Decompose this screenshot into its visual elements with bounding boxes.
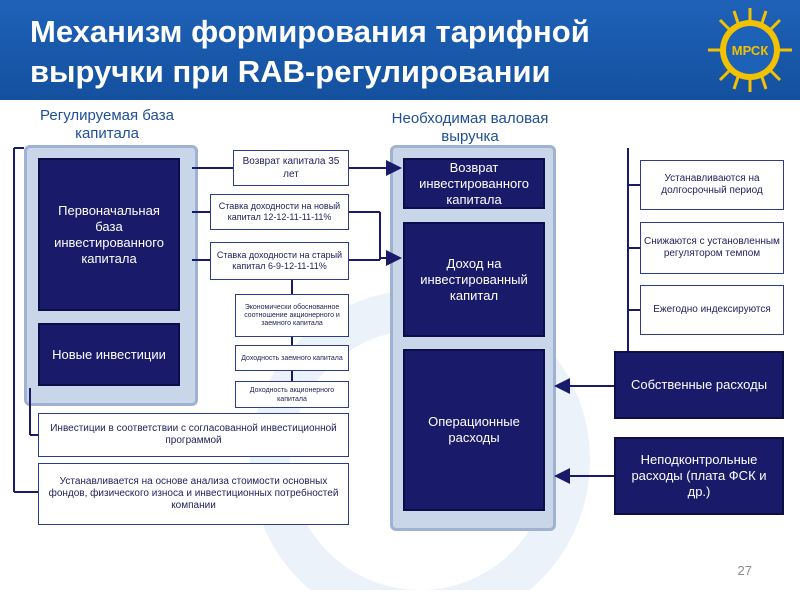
operating-costs-box: Операционные расходы [403,349,545,511]
capital-return-term-box: Возврат капитала 35 лет [233,150,349,186]
debt-yield-box: Доходность заемного капитала [235,345,349,371]
uncontrolled-costs-box: Неподконтрольные расходы (плата ФСК и др… [614,437,784,515]
base-determination-box: Устанавливается на основе анализа стоимо… [38,463,349,525]
investment-program-box: Инвестиции в соответствии с согласованно… [38,413,349,457]
page-number: 27 [737,563,752,578]
header [0,0,800,100]
capital-income-box: Доход на инвестированный капитал [403,222,545,337]
reduced-rate-note-box: Снижаются с установленным регулятором те… [640,222,784,274]
capital-return-box: Возврат инвестированного капитала [403,158,545,209]
indexed-note-box: Ежегодно индексируются [640,285,784,335]
logo-text: МРСК [732,43,769,58]
new-investments-box: Новые инвестиции [38,323,180,386]
own-costs-box: Собственные расходы [614,351,784,419]
old-capital-rate-box: Ставка доходности на старый капитал 6-9-… [210,242,349,280]
company-logo: МРСК [708,8,792,92]
initial-capital-base-box: Первоначальная база инвестированного кап… [38,158,180,311]
capital-ratio-box: Экономически обоснованное соотношение ак… [235,294,349,337]
column-heading-left: Регулируемая база капитала [40,107,174,142]
page-title: Механизм формирования тарифной выручки п… [30,14,590,89]
equity-yield-box: Доходность акционерного капитала [235,381,349,408]
new-capital-rate-box: Ставка доходности на новый капитал 12-12… [210,194,349,230]
column-heading-right: Необходимая валовая выручка [391,110,549,145]
long-term-note-box: Устанавливаются на долгосрочный период [640,160,784,210]
